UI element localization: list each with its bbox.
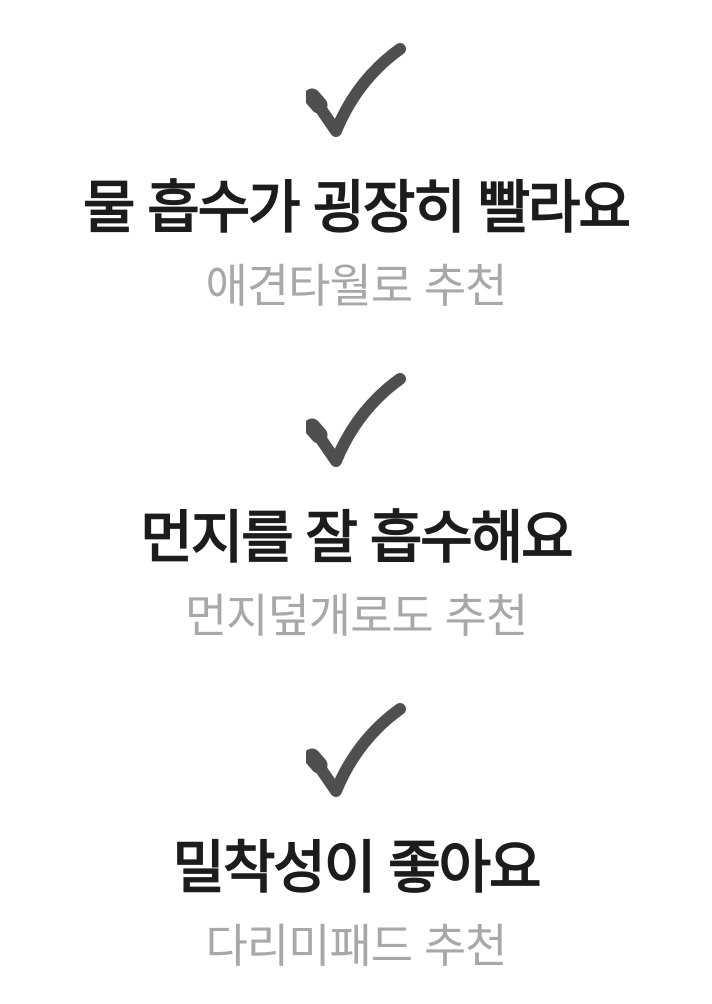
feature-subtitle: 먼지덮개로도 추천 [184, 590, 528, 642]
check-icon-stroke [306, 703, 406, 797]
feature-item: 물 흡수가 굉장히 빨라요 애견타월로 추천 [0, 43, 712, 314]
check-icon [306, 703, 406, 798]
feature-headline: 밀착성이 좋아요 [172, 836, 542, 900]
feature-item: 밀착성이 좋아요 다리미패드 추천 [0, 703, 712, 974]
feature-subtitle: 애견타월로 추천 [205, 260, 507, 312]
feature-headline: 물 흡수가 굉장히 빨라요 [83, 176, 631, 240]
check-icon [306, 373, 406, 468]
feature-subtitle: 다리미패드 추천 [205, 920, 507, 972]
feature-item: 먼지를 잘 흡수해요 먼지덮개로도 추천 [0, 373, 712, 644]
feature-headline: 먼지를 잘 흡수해요 [140, 506, 573, 570]
check-icon-stroke [306, 373, 406, 467]
check-icon-stroke [306, 43, 406, 137]
check-icon [306, 43, 406, 138]
